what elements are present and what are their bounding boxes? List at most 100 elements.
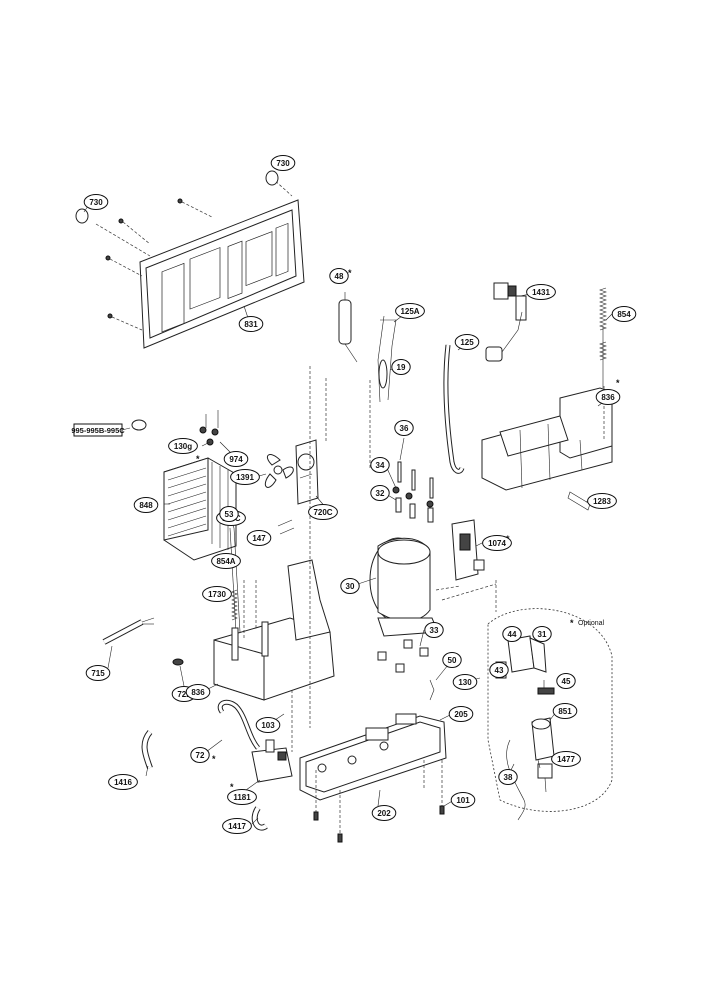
callout-147: 147 (246, 530, 272, 546)
callout-label: 36 (400, 424, 409, 433)
compressor (369, 537, 439, 637)
hose-1417 (251, 806, 268, 831)
callout-202: 202 (371, 805, 397, 821)
callout-label: 19 (397, 363, 406, 372)
callout-bubble (391, 359, 411, 375)
callout-715: 715 (85, 665, 111, 681)
callout-label: 974 (229, 455, 243, 464)
callout-label: 836 (601, 393, 615, 402)
callout-bubble (587, 493, 617, 509)
callout-label: 730 (89, 198, 103, 207)
callout-bubble (482, 535, 512, 551)
callout-bubble (442, 652, 462, 668)
callout-label: 1181 (233, 793, 251, 802)
callout-label: 1283 (593, 497, 611, 506)
callout-label: 1074 (488, 539, 506, 548)
callout-bubble (340, 578, 360, 594)
callout-bubble (255, 717, 281, 733)
callout-label: 38 (504, 773, 513, 782)
condenser (163, 457, 237, 561)
optional-asterisk: * (570, 618, 574, 628)
fan-shroud (295, 439, 319, 505)
callout-1417: 1417 (222, 818, 252, 834)
callout-bubble (450, 792, 476, 808)
callout-bubble (308, 504, 338, 520)
asterisk-48: * (348, 268, 352, 278)
panel-screws (95, 177, 293, 331)
callout-label: 202 (377, 809, 391, 818)
kit-label: 995-995B-995C (71, 426, 125, 435)
callout-730: 730 (83, 194, 109, 210)
callout-bubble (452, 674, 478, 690)
optional-label: Optional (578, 620, 605, 627)
callout-label: 715 (91, 669, 105, 678)
callout-bubble (246, 530, 272, 546)
callout-label: 831 (244, 320, 258, 329)
ice-tray-right (481, 387, 613, 491)
drain-hose (443, 344, 465, 474)
callout-bubble (424, 622, 444, 638)
callout-831: 831 (238, 316, 264, 332)
callout-34: 34 (370, 457, 390, 473)
callout-label: 205 (454, 710, 468, 719)
callout-label: 50 (448, 656, 457, 665)
callout-label: 34 (376, 461, 385, 470)
callout-bubble (448, 706, 474, 722)
callout-label: 130g (174, 442, 192, 451)
kit-label-box: 995-995B-995C (71, 419, 147, 437)
callout-bubble (502, 626, 522, 642)
callout-bubble (202, 586, 232, 602)
compressor-bolts-36 (392, 461, 434, 508)
callout-label: 1730 (208, 590, 226, 599)
callout-1074: 1074 (482, 535, 512, 551)
callout-bubble (552, 703, 578, 719)
callout-label: 851 (558, 707, 572, 716)
callout-bubble (219, 506, 239, 522)
callout-851: 851 (552, 703, 578, 719)
callout-125: 125 (454, 334, 480, 350)
callout-bubble (227, 789, 257, 805)
callout-label: 836 (191, 688, 205, 697)
hose-1416 (141, 730, 153, 769)
callout-125A: 125A (395, 303, 425, 319)
callout-1391: 1391 (230, 469, 260, 485)
callout-label: 722 (177, 690, 191, 699)
callout-label: 32 (376, 489, 385, 498)
optional-part-1477 (537, 763, 553, 793)
bottom-plate (299, 713, 447, 801)
callout-label: 1416 (114, 778, 132, 787)
callout-label: 31 (538, 630, 547, 639)
callout-836: 836 (185, 684, 211, 700)
callout-44: 44 (502, 626, 522, 642)
plate-screws-101 (313, 760, 445, 843)
callout-bubble (556, 673, 576, 689)
hose-72 (217, 699, 261, 750)
callout-bubble (370, 485, 390, 501)
callout-label: 101 (456, 796, 470, 805)
callout-32: 32 (370, 485, 390, 501)
callout-label: 854A (216, 557, 235, 566)
callout-bubble (489, 662, 509, 678)
callout-bubble (238, 316, 264, 332)
control-box (451, 519, 485, 581)
asterisk-1181: * (230, 782, 234, 792)
callout-33: 33 (424, 622, 444, 638)
callout-48: 48 (329, 268, 349, 284)
heater-715 (102, 617, 155, 645)
compressor-sleeves-32 (395, 497, 434, 523)
optional-part-851 (531, 717, 555, 761)
callout-43: 43 (489, 662, 509, 678)
callout-label: 125A (400, 307, 419, 316)
callout-bubble (526, 284, 556, 300)
callout-bubble (532, 626, 552, 642)
capillary-tube (377, 315, 397, 403)
callout-label: 30 (346, 582, 355, 591)
callout-label: 72 (196, 751, 205, 760)
asterisk-836: * (616, 378, 620, 388)
compressor-grommets-33 (377, 639, 429, 673)
callout-205: 205 (448, 706, 474, 722)
callout-1416: 1416 (108, 774, 138, 790)
callout-bubble (329, 268, 349, 284)
callout-bubble (394, 420, 414, 436)
fan-blade (264, 454, 294, 488)
